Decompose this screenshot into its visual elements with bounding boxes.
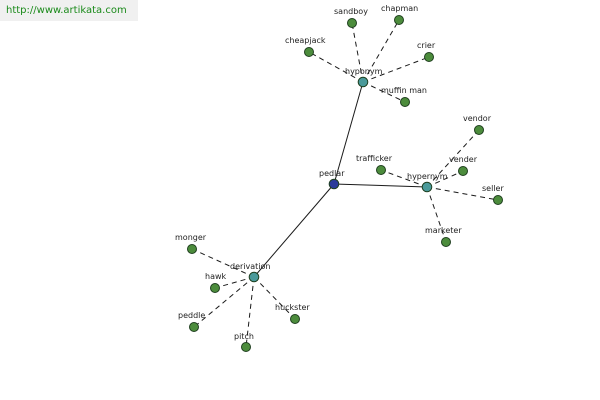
leaf-label-peddle[interactable]: peddle [178,311,205,320]
leaf-label-cheapjack[interactable]: cheapjack [285,36,326,45]
leaf-node-peddle[interactable] [189,322,199,332]
center-label-pedlar[interactable]: pedlar [319,169,345,178]
edge-derivation-monger [191,248,255,278]
leaf-label-crier[interactable]: crier [417,41,436,50]
leaf-node-chapman[interactable] [394,15,404,25]
edge-hypernym-seller [426,186,499,201]
leaf-node-trafficker[interactable] [376,165,386,175]
edge-derivation-huckster [253,276,296,320]
edge-hypernym-vender [426,170,464,188]
leaf-node-huckster[interactable] [290,314,300,324]
leaf-label-vendor[interactable]: vendor [463,114,492,123]
leaf-label-huckster[interactable]: huckster [275,303,310,312]
leaf-label-trafficker[interactable]: trafficker [356,154,393,163]
leaf-node-vender[interactable] [458,166,468,176]
leaf-label-pitch[interactable]: pitch [234,332,254,341]
site-url-banner[interactable]: http://www.artikata.com [0,0,138,21]
hub-node-derivation[interactable] [248,271,260,283]
graph-labels: pedlar hyponym hypernym derivation sandboy ch… [175,4,504,341]
leaf-label-marketer[interactable]: marketer [425,226,462,235]
edge-hypernym-trafficker [380,169,428,188]
leaf-node-vendor[interactable] [474,125,484,135]
leaf-label-hawk[interactable]: hawk [205,272,227,281]
graph-nodes [187,15,503,352]
edge-pedlar-hypernym [333,183,428,188]
edge-pedlar-hyponym [333,81,364,185]
edge-hypernym-vendor [426,129,480,188]
leaf-label-vender[interactable]: vender [449,155,478,164]
leaf-label-monger[interactable]: monger [175,233,207,242]
edge-pedlar-derivation [253,183,335,278]
edge-hyponym-chapman [362,19,400,83]
edge-hyponym-crier [362,56,430,83]
edge-derivation-peddle [193,276,255,328]
edge-derivation-hawk [214,276,255,289]
center-node-pedlar[interactable] [328,178,340,190]
leaf-node-crier[interactable] [424,52,434,62]
edge-hypernym-marketer [426,186,447,243]
leaf-node-monger[interactable] [187,244,197,254]
hub-label-derivation[interactable]: derivation [230,262,270,271]
edge-hyponym-muffin-man [362,81,406,103]
leaf-label-seller[interactable]: seller [482,184,504,193]
leaf-node-pitch[interactable] [241,342,251,352]
edge-hyponym-sandboy [351,22,364,83]
leaf-label-chapman[interactable]: chapman [381,4,418,13]
edge-hyponym-cheapjack [308,51,364,83]
leaf-node-sandboy[interactable] [347,18,357,28]
leaf-node-cheapjack[interactable] [304,47,314,57]
leaf-node-seller[interactable] [493,195,503,205]
leaf-node-marketer[interactable] [441,237,451,247]
leaf-node-muffin-man[interactable] [400,97,410,107]
graph-edges [191,19,499,348]
edge-derivation-pitch [245,276,255,348]
leaf-label-sandboy[interactable]: sandboy [334,7,368,16]
leaf-label-muffin-man[interactable]: muffin man [381,86,427,95]
hub-label-hypernym[interactable]: hypernym [407,172,448,181]
hub-node-hypernym[interactable] [421,181,433,193]
hub-label-hyponym[interactable]: hyponym [345,67,383,76]
hub-node-hyponym[interactable] [357,76,369,88]
leaf-node-hawk[interactable] [210,283,220,293]
